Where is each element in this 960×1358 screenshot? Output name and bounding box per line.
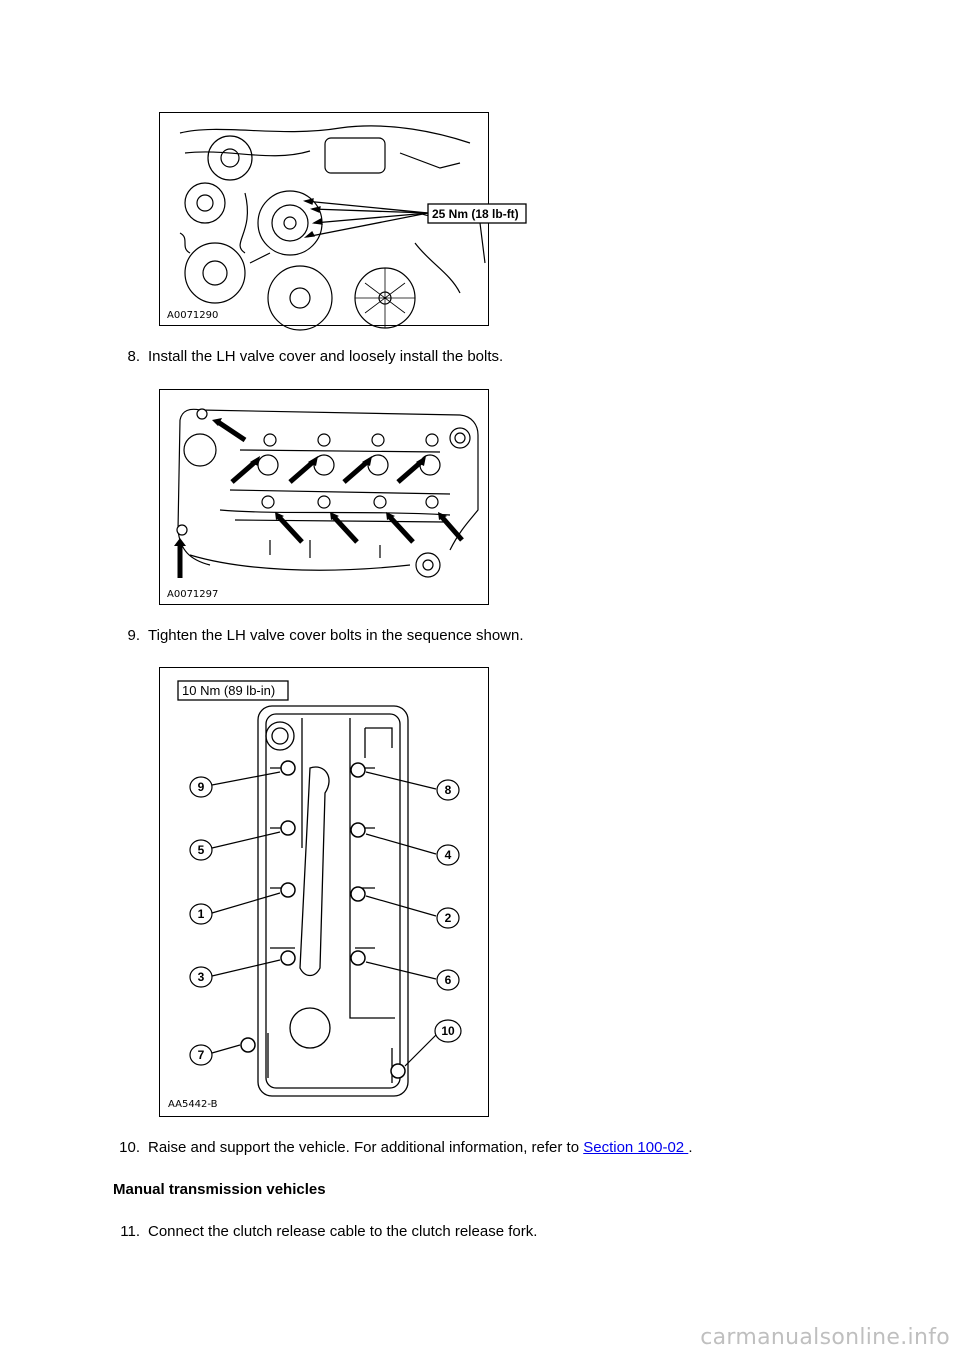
sequence-label-8: 8 [444,783,452,797]
sequence-label-10: 10 [441,1024,455,1038]
step-text: Tighten the LH valve cover bolts in the … [148,627,524,644]
engine-front-illustration [179,125,527,331]
bolt-circles [240,760,406,1079]
step-number: 8. [127,348,140,365]
step-text-before: Raise and support the vehicle. For addit… [148,1139,584,1156]
valve-cover-top-illustration [177,680,462,1097]
step-number: 9. [127,627,140,644]
sequence-label-4: 4 [444,848,452,862]
sequence-label-2: 2 [444,911,452,925]
step-number: 10. [119,1139,140,1156]
section-100-02-link[interactable]: Section 100-02 [583,1139,689,1156]
figure-valve-cover-bolts: A0071297 [159,389,489,605]
figure-id: A0071297 [167,589,219,600]
sequence-label-9: 9 [197,780,205,794]
arrows [174,418,464,578]
step-text: Raise and support the vehicle. For addit… [148,1139,692,1157]
leader-lines [211,771,437,1067]
sequence-label-5: 5 [197,843,205,857]
sequence-label-7: 7 [197,1048,205,1062]
section-heading: Manual transmission vehicles [113,1181,326,1198]
figure-id: A0071290 [167,310,219,321]
bolt-heads [176,408,441,536]
torque-callout-10nm: 10 Nm (89 lb-in) [182,683,276,698]
sequence-label-1: 1 [197,907,205,921]
torque-callout-25nm: 25 Nm (18 lb-ft) [432,207,519,221]
figure-engine-front: 25 Nm (18 lb-ft) A0071290 [159,112,527,331]
sequence-label-3: 3 [197,970,205,984]
valve-cover-illustration [174,408,479,578]
step-text-after: . [688,1139,693,1156]
figure-tightening-sequence: 10 Nm (89 lb-in) 9 5 1 3 7 8 4 2 6 10 AA… [159,667,489,1117]
step-number: 11. [120,1223,140,1240]
step-text: Connect the clutch release cable to the … [148,1223,538,1240]
sequence-label-6: 6 [444,973,452,987]
step-text: Install the LH valve cover and loosely i… [148,348,504,365]
figure-id: AA5442-B [168,1099,218,1110]
watermark: carmanualsonline.info [700,1325,950,1350]
number-ovals [189,776,462,1066]
